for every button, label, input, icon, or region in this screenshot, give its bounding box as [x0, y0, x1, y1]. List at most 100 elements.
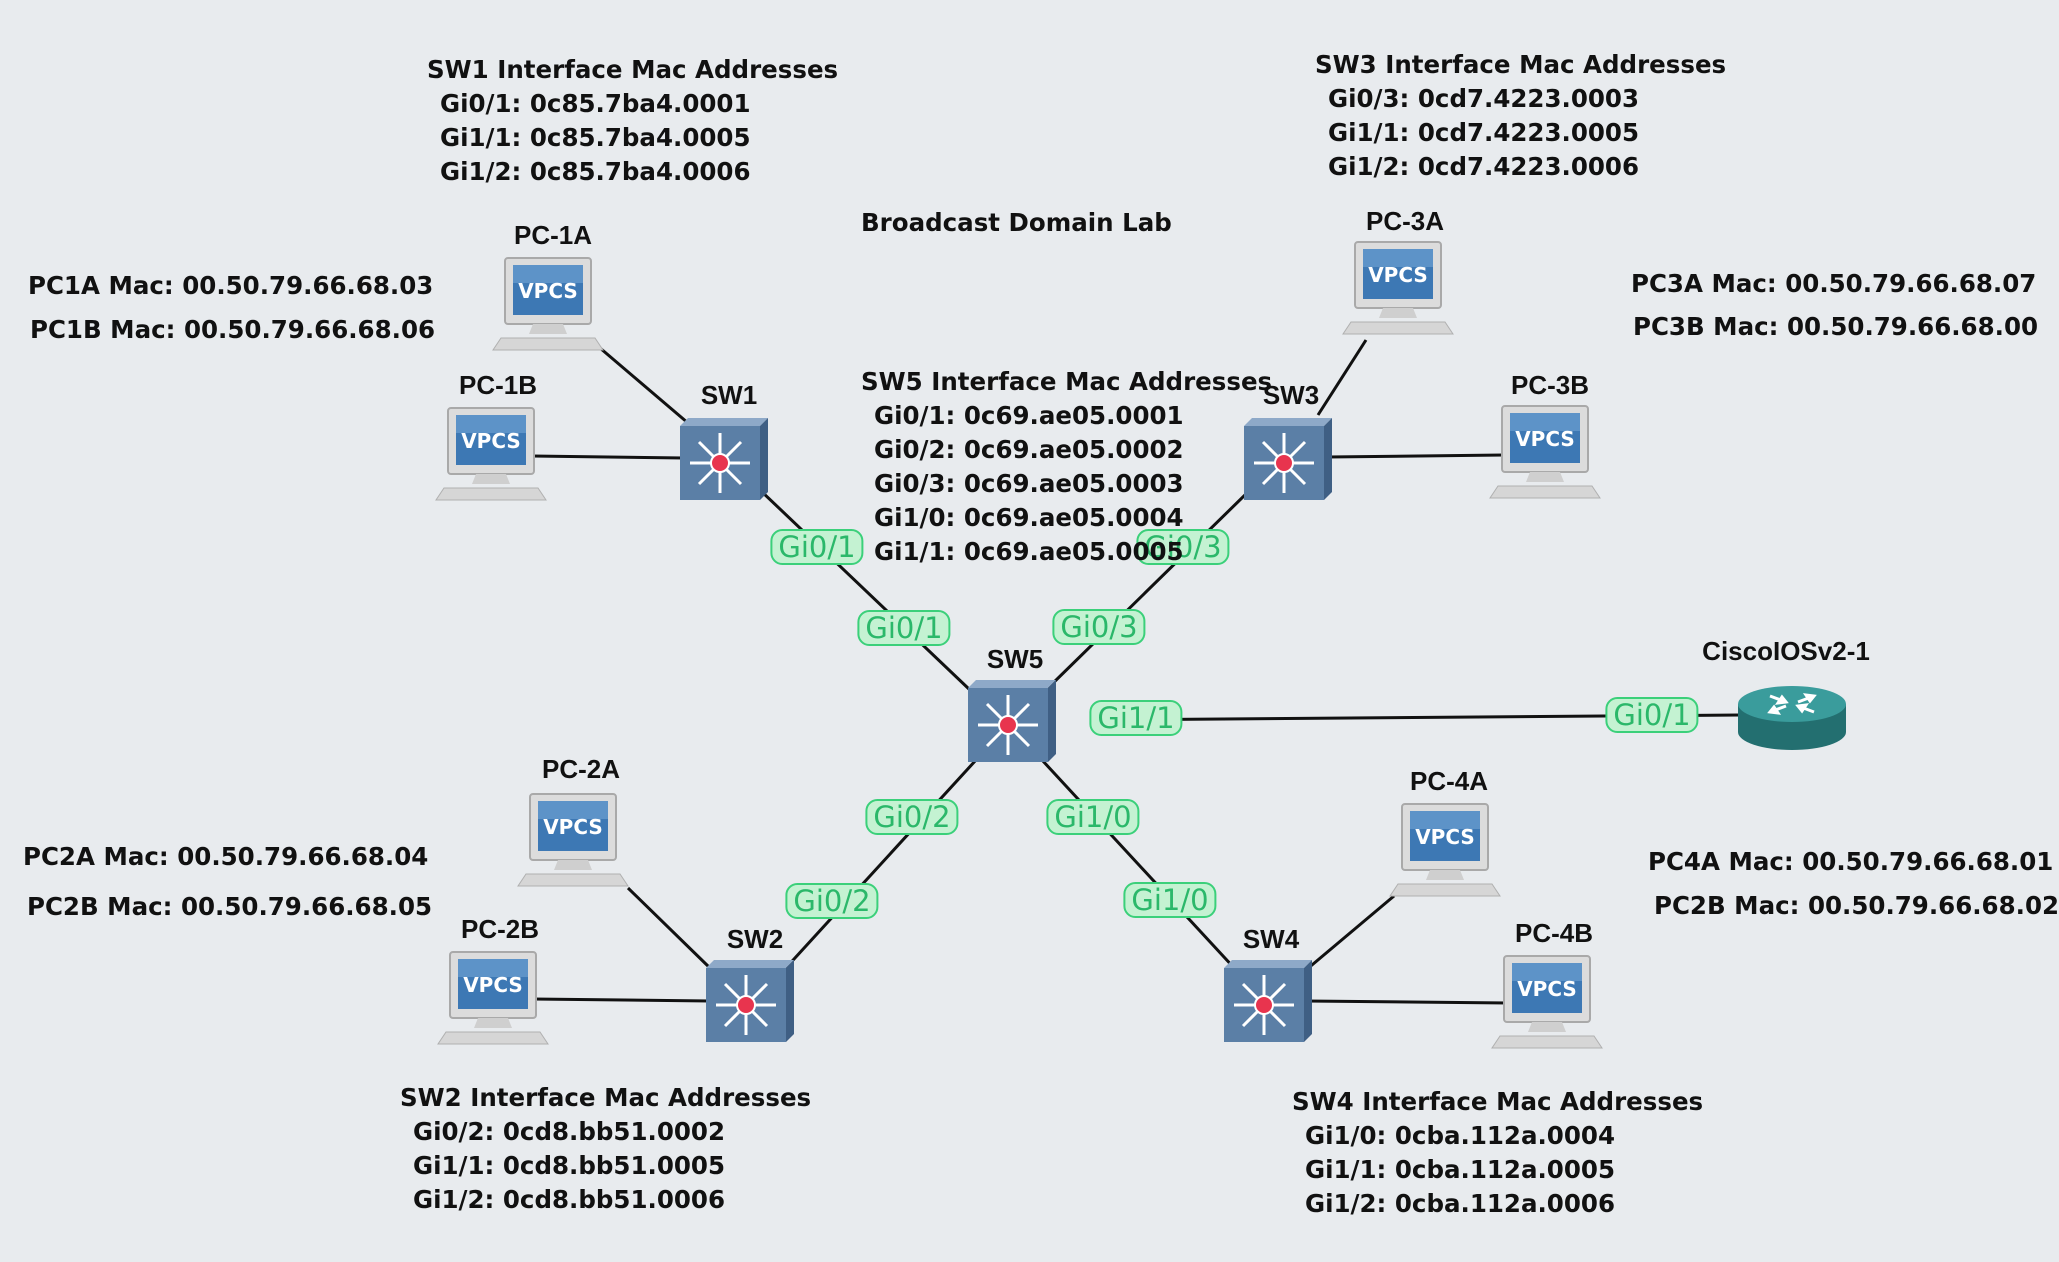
port-label-sw1-gi0-1[interactable]: Gi0/1	[770, 529, 864, 565]
port-label-sw5-gi1-1[interactable]: Gi1/1	[1089, 700, 1183, 736]
note-line: Gi1/2: 0cd7.4223.0006	[1328, 152, 1640, 181]
note-heading: SW1 Interface Mac Addresses	[427, 55, 839, 84]
device-label-pc-2a: PC-2A	[541, 754, 621, 784]
switch-sw3[interactable]	[1244, 418, 1332, 504]
pc1-mac-note: PC1A Mac: 00.50.79.66.68.03 PC1B Mac: 00…	[28, 264, 435, 352]
pc-4a[interactable]: VPCS	[1389, 800, 1502, 902]
switch-sw4[interactable]	[1224, 960, 1312, 1046]
sw5-mac-note: SW5 Interface Mac Addresses Gi0/1: 0c69.…	[861, 365, 1272, 569]
vpcs-screen-label: VPCS	[463, 973, 523, 997]
multilayer-switch-icon	[968, 680, 1056, 762]
link-sw5-sw4[interactable]	[1040, 758, 1238, 972]
pc3-mac-note: PC3A Mac: 00.50.79.66.68.07 PC3B Mac: 00…	[1631, 262, 2038, 348]
note-line: PC1B Mac: 00.50.79.66.68.06	[30, 315, 436, 344]
link-pc4a-sw4[interactable]	[1305, 894, 1395, 972]
vpcs-computer-icon: VPCS	[1491, 955, 1603, 1049]
lab-title: Broadcast Domain Lab	[861, 208, 1172, 237]
note-heading: SW2 Interface Mac Addresses	[400, 1083, 812, 1112]
note-line: Gi0/1: 0c69.ae05.0001	[874, 401, 1184, 430]
note-line: PC2B Mac: 00.50.79.66.68.05	[27, 892, 433, 921]
device-label-pc-3a: PC-3A	[1365, 206, 1445, 236]
note-line: Gi1/0: 0c69.ae05.0004	[874, 503, 1184, 532]
pc-2a[interactable]: VPCS	[517, 790, 630, 892]
port-label-sw5-gi0-3[interactable]: Gi0/3	[1052, 609, 1146, 645]
link-pc1b-sw1[interactable]	[531, 454, 685, 460]
port-label-sw4-gi1-0[interactable]: Gi1/0	[1123, 882, 1217, 918]
multilayer-switch-icon	[1244, 418, 1332, 500]
link-sw3-pc3b[interactable]	[1327, 453, 1505, 459]
vpcs-screen-label: VPCS	[1368, 263, 1428, 287]
note-line: PC4A Mac: 00.50.79.66.68.01	[1648, 847, 2054, 876]
pc-1b[interactable]: VPCS	[435, 404, 548, 506]
port-label-sw5-gi1-0[interactable]: Gi1/0	[1046, 799, 1140, 835]
port-label-sw2-gi0-2[interactable]: Gi0/2	[785, 883, 879, 919]
port-label-sw3-gi0-3[interactable]: Gi0/3	[1136, 529, 1230, 565]
multilayer-switch-icon	[706, 960, 794, 1042]
device-label-sw2: SW2	[726, 924, 784, 954]
link-sw5-sw2[interactable]	[782, 758, 978, 972]
note-line: Gi1/2: 0cd8.bb51.0006	[413, 1185, 726, 1214]
router-ciscoiosv2-1[interactable]	[1736, 682, 1848, 758]
device-label-pc-1a: PC-1A	[513, 220, 593, 250]
link-sw1-sw5[interactable]	[758, 488, 972, 692]
note-line: PC1A Mac: 00.50.79.66.68.03	[28, 271, 434, 300]
pc-3b[interactable]: VPCS	[1489, 402, 1602, 504]
sw3-mac-note: SW3 Interface Mac Addresses Gi0/3: 0cd7.…	[1315, 48, 1726, 184]
vpcs-screen-label: VPCS	[1517, 977, 1577, 1001]
note-line: Gi1/1: 0cd8.bb51.0005	[413, 1151, 726, 1180]
device-label-sw5: SW5	[986, 644, 1044, 674]
note-line: Gi1/2: 0cba.112a.0006	[1305, 1189, 1615, 1218]
note-line: Gi1/0: 0cba.112a.0004	[1305, 1121, 1615, 1150]
link-pc1a-sw1[interactable]	[599, 346, 689, 425]
note-line: Gi1/2: 0c85.7ba4.0006	[440, 157, 751, 186]
pc-2b[interactable]: VPCS	[437, 948, 550, 1050]
port-label-router-gi0-1[interactable]: Gi0/1	[1605, 697, 1699, 733]
link-pc2a-sw2[interactable]	[626, 886, 712, 970]
note-line: Gi1/1: 0cba.112a.0005	[1305, 1155, 1615, 1184]
device-label-ciscoiosv2-1: CiscoIOSv2-1	[1702, 636, 1870, 666]
vpcs-screen-label: VPCS	[543, 815, 603, 839]
switch-sw5[interactable]	[968, 680, 1056, 766]
multilayer-switch-icon	[680, 418, 768, 500]
pc-4b[interactable]: VPCS	[1491, 952, 1604, 1054]
vpcs-computer-icon: VPCS	[1389, 803, 1501, 897]
vpcs-computer-icon: VPCS	[517, 793, 629, 887]
note-line: PC2A Mac: 00.50.79.66.68.04	[23, 842, 429, 871]
note-line: Gi0/3: 0c69.ae05.0003	[874, 469, 1184, 498]
sw4-mac-note: SW4 Interface Mac Addresses Gi1/0: 0cba.…	[1292, 1085, 1703, 1221]
note-line: PC3B Mac: 00.50.79.66.68.00	[1633, 312, 2039, 341]
pc2-mac-note: PC2A Mac: 00.50.79.66.68.04 PC2B Mac: 00…	[23, 832, 432, 932]
device-label-pc-3b: PC-3B	[1510, 370, 1590, 400]
router-icon	[1738, 686, 1846, 750]
port-label-sw5-gi0-2[interactable]: Gi0/2	[865, 799, 959, 835]
device-label-pc-1b: PC-1B	[458, 370, 538, 400]
pc-1a[interactable]: VPCS	[492, 254, 605, 356]
port-label-sw5-gi0-1[interactable]: Gi0/1	[857, 610, 951, 646]
vpcs-screen-label: VPCS	[1415, 825, 1475, 849]
note-heading: SW5 Interface Mac Addresses	[861, 367, 1273, 396]
multilayer-switch-icon	[1224, 960, 1312, 1042]
vpcs-computer-icon: VPCS	[1342, 241, 1454, 335]
pc-3a[interactable]: VPCS	[1342, 238, 1455, 340]
vpcs-screen-label: VPCS	[461, 429, 521, 453]
note-line: Gi1/1: 0cd7.4223.0005	[1328, 118, 1640, 147]
switch-sw2[interactable]	[706, 960, 794, 1046]
vpcs-computer-icon: VPCS	[492, 257, 604, 351]
device-label-sw3: SW3	[1262, 380, 1320, 410]
sw1-mac-note: SW1 Interface Mac Addresses Gi0/1: 0c85.…	[427, 53, 838, 189]
link-pc2b-sw2[interactable]	[531, 997, 711, 1003]
note-line: Gi0/2: 0cd8.bb51.0002	[413, 1117, 726, 1146]
vpcs-screen-label: VPCS	[1515, 427, 1575, 451]
note-line: Gi1/1: 0c69.ae05.0005	[874, 537, 1184, 566]
link-pc3a-sw3[interactable]	[1316, 339, 1368, 416]
device-label-pc-4b: PC-4B	[1514, 918, 1594, 948]
note-line: PC2B Mac: 00.50.79.66.68.02	[1654, 891, 2059, 920]
link-sw4-pc4b[interactable]	[1305, 999, 1509, 1005]
note-line: PC3A Mac: 00.50.79.66.68.07	[1631, 269, 2037, 298]
device-label-sw1: SW1	[700, 380, 758, 410]
link-sw3-sw5[interactable]	[1046, 490, 1250, 690]
vpcs-screen-label: VPCS	[518, 279, 578, 303]
switch-sw1[interactable]	[680, 418, 768, 504]
vpcs-computer-icon: VPCS	[1489, 405, 1601, 499]
